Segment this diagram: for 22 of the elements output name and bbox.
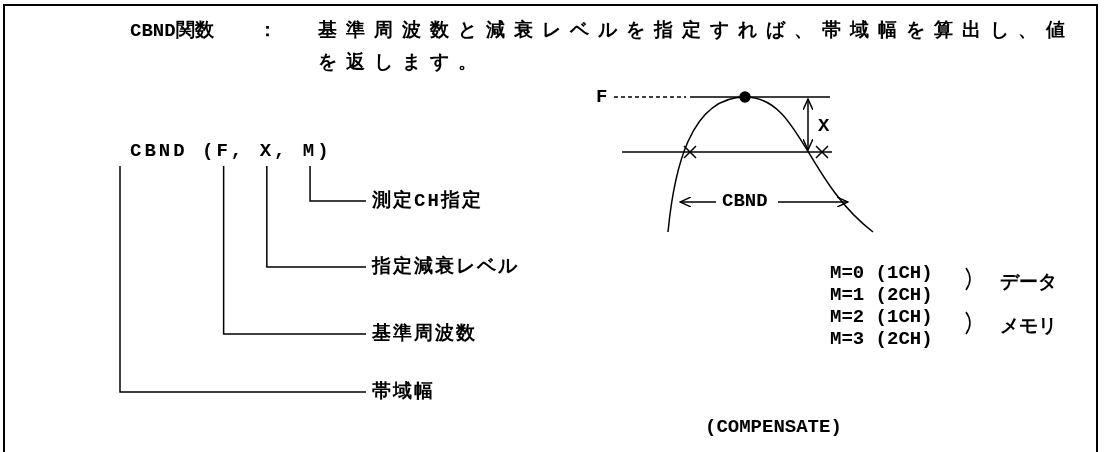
mode-text: M=2 (1CH): [830, 306, 933, 328]
bandwidth-label: CBND: [722, 190, 768, 212]
parameter-label: 測定CH指定: [372, 190, 483, 212]
parameter-label: 指定減衰レベル: [372, 256, 519, 278]
attenuation-label: X: [818, 115, 830, 137]
leader-line: [309, 165, 367, 202]
peak-label: F: [596, 86, 608, 108]
parameter-label: 基準周波数: [372, 323, 477, 345]
separator-colon: ：: [258, 20, 277, 42]
heading: CBND関数: [130, 20, 214, 42]
mode-note: (COMPENSATE): [705, 416, 842, 438]
mode-group-label: メモリ: [1000, 316, 1057, 338]
mode-text: M=3 (2CH): [830, 328, 933, 350]
parameter-label: 帯域幅: [372, 381, 435, 403]
mode-text: M=1 (2CH): [830, 284, 933, 306]
description-text: 基準周波数と減衰レベルを指定すれば、帯域幅を算出し、値を返します。: [318, 18, 1075, 76]
mode-group-label: データ: [1000, 272, 1057, 294]
function-syntax: CBND (F, X, M): [130, 140, 332, 162]
leader-line: [266, 165, 367, 268]
leader-line: [222, 165, 367, 335]
leader-line: [119, 165, 367, 393]
mode-text: M=0 (1CH): [830, 262, 933, 284]
